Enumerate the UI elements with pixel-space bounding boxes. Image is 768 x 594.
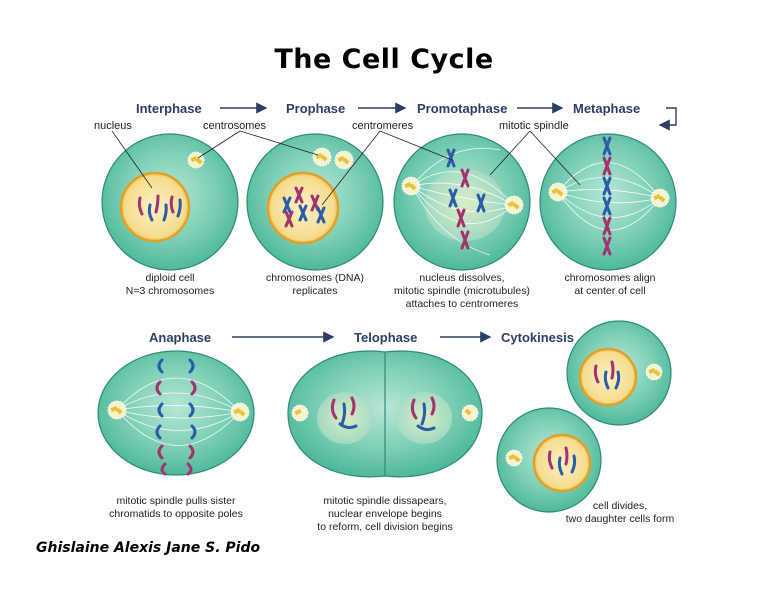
centrosome-icon [645,363,663,381]
cell-telophase [287,350,483,478]
stage-interphase: Interphase [136,101,202,116]
centrosome-icon [401,176,421,196]
centrosome-icon [505,449,523,467]
cell-promotaphase [393,133,531,271]
chromosomes [137,194,182,222]
nucleus [532,433,592,493]
leader-lines [111,130,581,206]
centrosome-icon [312,147,332,167]
label-centrosomes: centrosomes [203,120,266,132]
stage-telophase: Telophase [354,330,418,345]
centrosome-icon [291,404,309,422]
stage-anaphase: Anaphase [149,330,212,345]
cell-interphase [101,133,239,271]
cell-anaphase [97,350,255,476]
chromosomes [446,148,486,250]
caption-promotaphase: nucleus dissolves, mitotic spindle (micr… [394,272,530,310]
nucleus [578,347,638,407]
cell-metaphase [539,133,677,271]
chromosomes [282,186,326,228]
caption-anaphase: mitotic spindle pulls sister chromatids … [109,495,243,520]
author-credit: Ghislaine Alexis Jane S. Pido [36,540,261,556]
arrow-metaphase-return [658,107,677,131]
centrosome-icon [334,150,354,170]
cell-prophase [246,133,384,271]
centrosome-icon [461,404,479,422]
nucleus [119,171,191,243]
centrosome-icon [548,182,568,202]
centrosome-icon [230,402,250,422]
nucleus [266,171,340,245]
chromatids [155,358,197,476]
stage-promotaphase: Promotaphase [417,101,508,116]
chromosomes [602,136,612,256]
stage-metaphase: Metaphase [573,101,641,116]
page-title: The Cell Cycle [274,44,494,75]
caption-prophase: chromosomes (DNA) replicates [265,272,365,297]
stage-prophase: Prophase [286,101,346,116]
chromosomes [547,446,577,476]
centrosome-icon [650,188,670,208]
centrosome-icon [107,400,127,420]
caption-metaphase: chromosomes align at center of cell [564,272,656,297]
caption-interphase: diploid cell N=3 chromosomes [125,272,215,297]
centrosome-icon [504,195,524,215]
chromosomes [593,360,621,390]
caption-telophase: mitotic spindle dissapears, nuclear enve… [317,495,453,533]
mitotic-spindle [116,377,241,446]
centrosome-icon [187,151,205,169]
caption-cytokinesis: cell divides, two daughter cells form [565,500,675,525]
cell-cytokinesis-bottom [496,407,602,513]
stage-cytokinesis: Cytokinesis [501,330,574,345]
stage-arrows [220,102,677,343]
cell-cytokinesis-top [566,320,672,426]
label-centromeres: centromeres [352,120,414,132]
chromosomes [330,396,436,432]
label-nucleus: nucleus [94,120,132,132]
label-mitotic-spindle: mitotic spindle [499,120,569,132]
